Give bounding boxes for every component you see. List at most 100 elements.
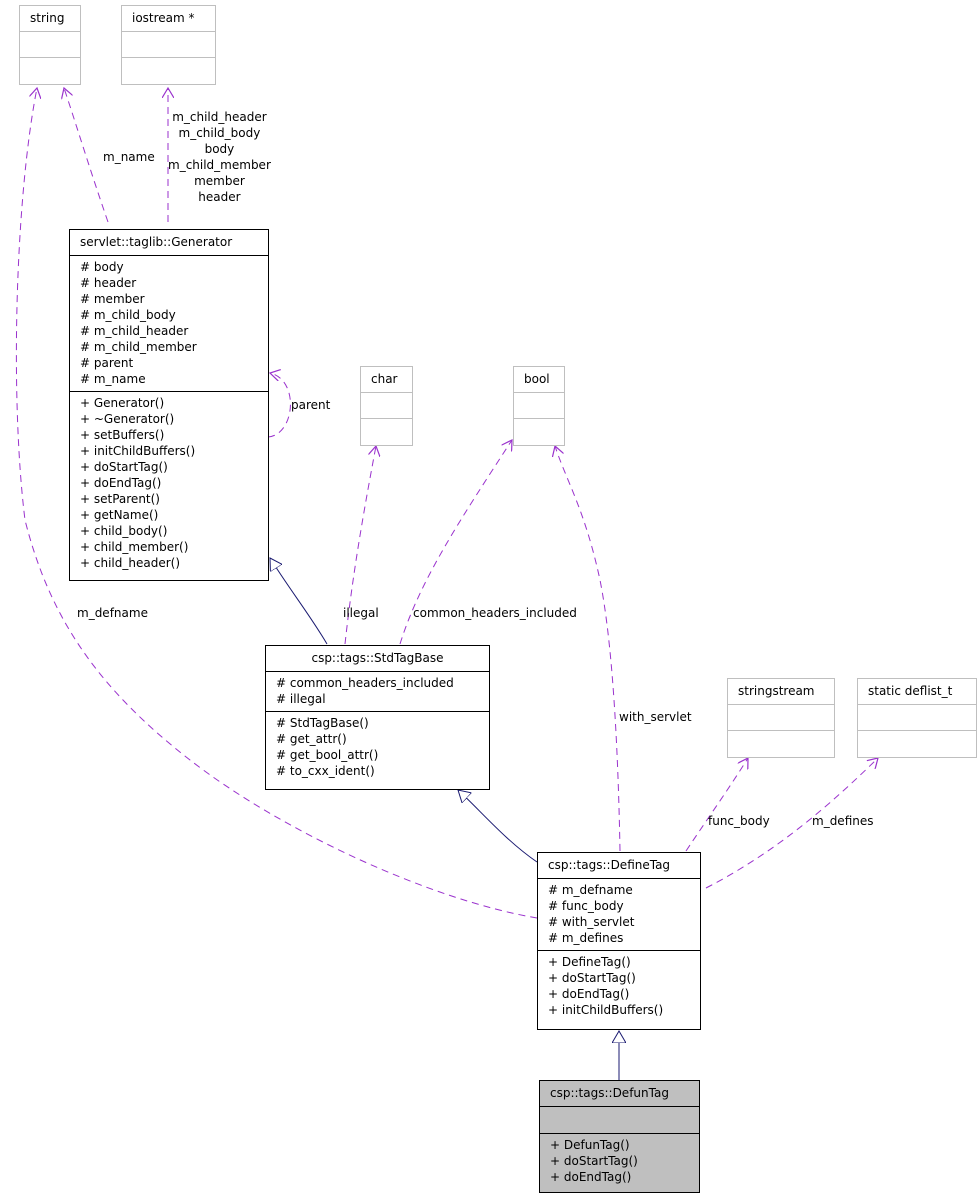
- op: + Generator(): [80, 396, 165, 410]
- edge-label-line: header: [198, 190, 241, 204]
- edge-func-body: [685, 758, 748, 852]
- class-deflist-ops: [858, 730, 976, 756]
- edge-common-headers: [399, 440, 512, 645]
- edge-label-m-defname: m_defname: [77, 606, 148, 620]
- class-stdtagbase[interactable]: csp::tags::StdTagBase # common_headers_i…: [265, 645, 490, 790]
- op: + doStartTag(): [80, 460, 168, 474]
- op: + doEndTag(): [80, 476, 162, 490]
- op: + initChildBuffers(): [80, 444, 196, 458]
- op: + doEndTag(): [550, 1170, 632, 1184]
- class-definetag[interactable]: csp::tags::DefineTag # m_defname # func_…: [537, 852, 701, 1030]
- attr: # illegal: [276, 692, 326, 706]
- edge-label-line: m_child_member: [168, 158, 271, 172]
- op: # get_bool_attr(): [276, 748, 379, 762]
- attr: # m_child_header: [80, 324, 189, 338]
- op: + DefunTag(): [550, 1138, 630, 1152]
- edge-inherit-definetag-stdtagbase: [458, 790, 538, 863]
- edge-label-illegal: illegal: [343, 606, 379, 620]
- edge-label-line: body: [204, 142, 235, 156]
- op: + doStartTag(): [550, 1154, 638, 1168]
- class-char-attrs: [361, 392, 412, 418]
- op: + doEndTag(): [548, 987, 630, 1001]
- op: # to_cxx_ident(): [276, 764, 375, 778]
- attr: # m_defines: [548, 931, 624, 945]
- class-deflist[interactable]: static deflist_t: [857, 678, 977, 758]
- class-string[interactable]: string: [19, 5, 81, 85]
- attr: # m_defname: [548, 883, 633, 897]
- op: + ~Generator(): [80, 412, 175, 426]
- class-defuntag[interactable]: csp::tags::DefunTag + DefunTag() + doSta…: [539, 1080, 700, 1193]
- op: + child_member(): [80, 540, 189, 554]
- class-stringstream-attrs: [728, 704, 834, 730]
- attr: # m_child_body: [80, 308, 176, 322]
- class-generator-ops: + Generator() + ~Generator() + setBuffer…: [70, 391, 268, 573]
- edge-m-defname: [15, 88, 538, 919]
- class-char-title: char: [371, 372, 398, 386]
- class-generator-title: servlet::taglib::Generator: [80, 235, 233, 249]
- attr: # common_headers_included: [276, 676, 454, 690]
- op: + initChildBuffers(): [548, 1003, 664, 1017]
- class-char-ops: [361, 418, 412, 444]
- edge-inherit-stdtagbase-generator: [270, 558, 328, 645]
- edge-m-name: [64, 88, 109, 223]
- op: + child_body(): [80, 524, 168, 538]
- attr: # with_servlet: [548, 915, 635, 929]
- class-string-attrs: [20, 31, 80, 57]
- class-deflist-attrs: [858, 704, 976, 730]
- class-iostream-ops: [122, 57, 215, 83]
- edge-label-iostream-members: m_child_header m_child_body body m_child…: [168, 109, 271, 205]
- attr: # parent: [80, 356, 134, 370]
- class-defuntag-attrs: [540, 1106, 699, 1133]
- class-iostream[interactable]: iostream *: [121, 5, 216, 85]
- class-generator[interactable]: servlet::taglib::Generator # body # head…: [69, 229, 269, 581]
- class-definetag-title: csp::tags::DefineTag: [548, 858, 671, 872]
- op: + child_header(): [80, 556, 180, 570]
- class-defuntag-ops: + DefunTag() + doStartTag() + doEndTag(): [540, 1133, 699, 1187]
- op: # StdTagBase(): [276, 716, 369, 730]
- edge-label-line: m_child_body: [178, 126, 261, 140]
- edge-label-with-servlet: with_servlet: [619, 710, 692, 724]
- class-stringstream-title: stringstream: [738, 684, 815, 698]
- edge-m-defines: [705, 758, 878, 889]
- edge-with-servlet: [555, 446, 621, 852]
- class-definetag-attrs: # m_defname # func_body # with_servlet #…: [538, 878, 700, 950]
- op: + DefineTag(): [548, 955, 631, 969]
- attr: # m_name: [80, 372, 146, 386]
- class-definetag-ops: + DefineTag() + doStartTag() + doEndTag(…: [538, 950, 700, 1020]
- class-bool-attrs: [514, 392, 564, 418]
- class-bool-title: bool: [524, 372, 550, 386]
- edge-label-common-headers: common_headers_included: [413, 606, 577, 620]
- class-bool[interactable]: bool: [513, 366, 565, 446]
- edge-parent: [267, 373, 291, 438]
- class-stringstream[interactable]: stringstream: [727, 678, 835, 758]
- edge-label-func-body: func_body: [708, 814, 770, 828]
- edge-label-line: m_child_header: [172, 110, 267, 124]
- edge-label-m-name: m_name: [103, 150, 155, 164]
- class-bool-ops: [514, 418, 564, 444]
- edge-illegal: [344, 446, 376, 645]
- class-iostream-title: iostream *: [132, 11, 195, 25]
- edge-label-line: member: [194, 174, 245, 188]
- attr: # member: [80, 292, 145, 306]
- class-generator-attrs: # body # header # member # m_child_body …: [70, 255, 268, 391]
- attr: # func_body: [548, 899, 624, 913]
- op: # get_attr(): [276, 732, 347, 746]
- class-stdtagbase-ops: # StdTagBase() # get_attr() # get_bool_a…: [266, 711, 489, 781]
- class-string-ops: [20, 57, 80, 83]
- class-stringstream-ops: [728, 730, 834, 756]
- edge-label-m-defines: m_defines: [812, 814, 874, 828]
- op: + getName(): [80, 508, 159, 522]
- op: + doStartTag(): [548, 971, 636, 985]
- class-stdtagbase-attrs: # common_headers_included # illegal: [266, 671, 489, 711]
- class-char[interactable]: char: [360, 366, 413, 446]
- class-deflist-title: static deflist_t: [868, 684, 953, 698]
- op: + setParent(): [80, 492, 160, 506]
- class-stdtagbase-title: csp::tags::StdTagBase: [311, 651, 444, 665]
- attr: # m_child_member: [80, 340, 197, 354]
- attr: # body: [80, 260, 124, 274]
- class-defuntag-title: csp::tags::DefunTag: [550, 1086, 669, 1100]
- attr: # header: [80, 276, 137, 290]
- class-iostream-attrs: [122, 31, 215, 57]
